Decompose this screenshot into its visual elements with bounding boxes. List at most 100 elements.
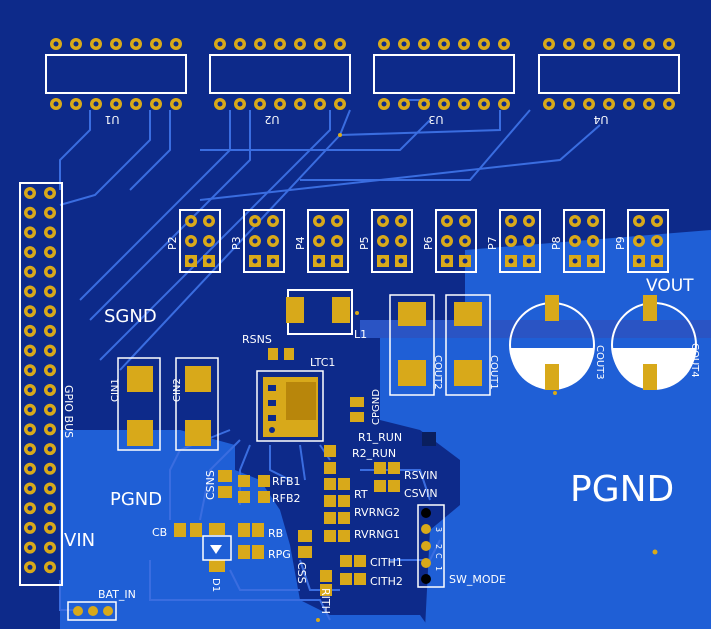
rfb2-label: RFB2	[272, 492, 301, 505]
ic-u1: U1	[45, 38, 187, 126]
gpio-pin	[24, 226, 36, 239]
gpio-pin	[44, 305, 56, 318]
r2-run-label: R2_RUN	[352, 447, 396, 460]
pgnd-label: PGND	[110, 489, 162, 510]
gpio-pin	[24, 403, 36, 416]
ic-u3-label: U3	[428, 113, 443, 126]
gpio-bus-label: GPIO BUS	[62, 385, 75, 438]
gpio-pin	[24, 541, 36, 554]
header-p8: P8	[550, 209, 605, 273]
header-p3: P3	[230, 209, 285, 273]
pgnd-big-label: PGND	[570, 469, 674, 510]
sgnd-label: SGND	[104, 306, 157, 327]
gpio-pin	[44, 265, 56, 278]
cap-cout1: COUT1	[445, 294, 499, 396]
bat-in-connector: BAT_IN	[67, 588, 136, 621]
ic-u3: U3	[373, 38, 515, 126]
vout-strip	[360, 320, 711, 338]
rith-label: RITH	[319, 588, 332, 614]
gpio-pin	[44, 187, 56, 199]
r1-run-label: R1_RUN	[358, 431, 402, 444]
csns-label: CSNS	[204, 470, 217, 500]
gpio-pin	[44, 364, 56, 377]
header-label: P7	[486, 236, 499, 250]
rb-label: RB	[268, 527, 283, 540]
rsvin-label: RSVIN	[404, 469, 438, 482]
gpio-pin	[44, 206, 56, 219]
gpio-pin	[44, 285, 56, 298]
sw-mode-pin-1: 1	[434, 566, 443, 571]
header-label: P4	[294, 236, 307, 250]
cith1-label: CITH1	[370, 556, 403, 569]
cin2-label: CIN2	[172, 378, 183, 402]
gpio-pin	[24, 324, 36, 337]
header-label: P6	[422, 236, 435, 250]
header-label: P8	[550, 236, 563, 250]
gpio-pin	[24, 246, 36, 259]
rvrng2-label: RVRNG2	[354, 506, 400, 519]
gpio-pin	[44, 561, 56, 574]
vin-label: VIN	[64, 530, 95, 551]
cb-label: CB	[152, 526, 167, 539]
cap-cpgnd: CPGND	[350, 389, 382, 425]
header-label: P9	[614, 236, 627, 250]
traces	[59, 99, 601, 621]
gpio-pin	[24, 502, 36, 515]
rvrng1-label: RVRNG1	[354, 528, 400, 541]
gpio-header: GPIO BUS	[19, 182, 75, 586]
header-p5: P5	[358, 209, 413, 273]
gpio-pin	[44, 443, 56, 456]
cpgnd-label: CPGND	[371, 389, 382, 425]
gpio-pin	[44, 462, 56, 475]
csvin-label: CSVIN	[404, 487, 438, 500]
gpio-pin	[44, 384, 56, 396]
gpio-pin	[24, 443, 36, 456]
gpio-pin	[44, 324, 56, 337]
gpio-pin	[44, 541, 56, 554]
cap-cout4: COUT4	[610, 295, 700, 390]
gpio-pin	[44, 246, 56, 259]
gpio-pin	[44, 482, 56, 495]
gpio-pin	[24, 482, 36, 495]
gpio-pin	[24, 305, 36, 318]
sw-mode-pin-2: 2	[434, 544, 443, 549]
gpio-pin	[24, 285, 36, 298]
ic-u2-label: U2	[264, 113, 279, 126]
ic-row: U1 U2 U3	[45, 38, 680, 126]
ic-u1-label: U1	[104, 113, 119, 126]
gpio-pin	[24, 187, 36, 199]
cap-cin1: CIN1	[110, 357, 161, 451]
sw-mode-label: SW_MODE	[449, 573, 506, 586]
copper-pours	[60, 230, 711, 629]
gpio-pin	[24, 364, 36, 377]
gpio-pin	[44, 344, 56, 357]
header-p2: P2	[166, 209, 221, 273]
test-pad	[422, 432, 436, 446]
rt-label: RT	[354, 488, 368, 501]
cap-cin2: CIN2	[172, 357, 219, 451]
vias	[316, 133, 658, 622]
header-label: P5	[358, 236, 371, 250]
rfb1-label: RFB1	[272, 475, 301, 488]
cout4-label: COUT4	[689, 343, 700, 378]
gpio-pin	[24, 265, 36, 278]
ic-u4: U4	[538, 38, 680, 126]
sw-mode-pin-c: C	[434, 553, 443, 559]
bat-in-label: BAT_IN	[98, 588, 136, 601]
cith2-label: CITH2	[370, 575, 403, 588]
cin1-label: CIN1	[110, 378, 121, 402]
sw-mode-pin-3: 3	[434, 527, 443, 532]
net-labels: SGND PGND VIN VOUT PGND	[64, 276, 694, 551]
gpio-pin	[24, 344, 36, 357]
part-labels: R1_RUN R2_RUN RSVIN CSVIN RFB1 RFB2 RT R…	[152, 431, 438, 614]
gpio-pin	[24, 462, 36, 475]
cout1-label: COUT1	[488, 355, 499, 390]
gpio-pin	[24, 206, 36, 219]
cap-cout3: COUT3	[508, 295, 605, 390]
header-p7: P7	[486, 209, 541, 273]
ic-u2: U2	[209, 38, 351, 126]
gpio-pin	[44, 423, 56, 436]
gpio-pin	[24, 384, 36, 396]
